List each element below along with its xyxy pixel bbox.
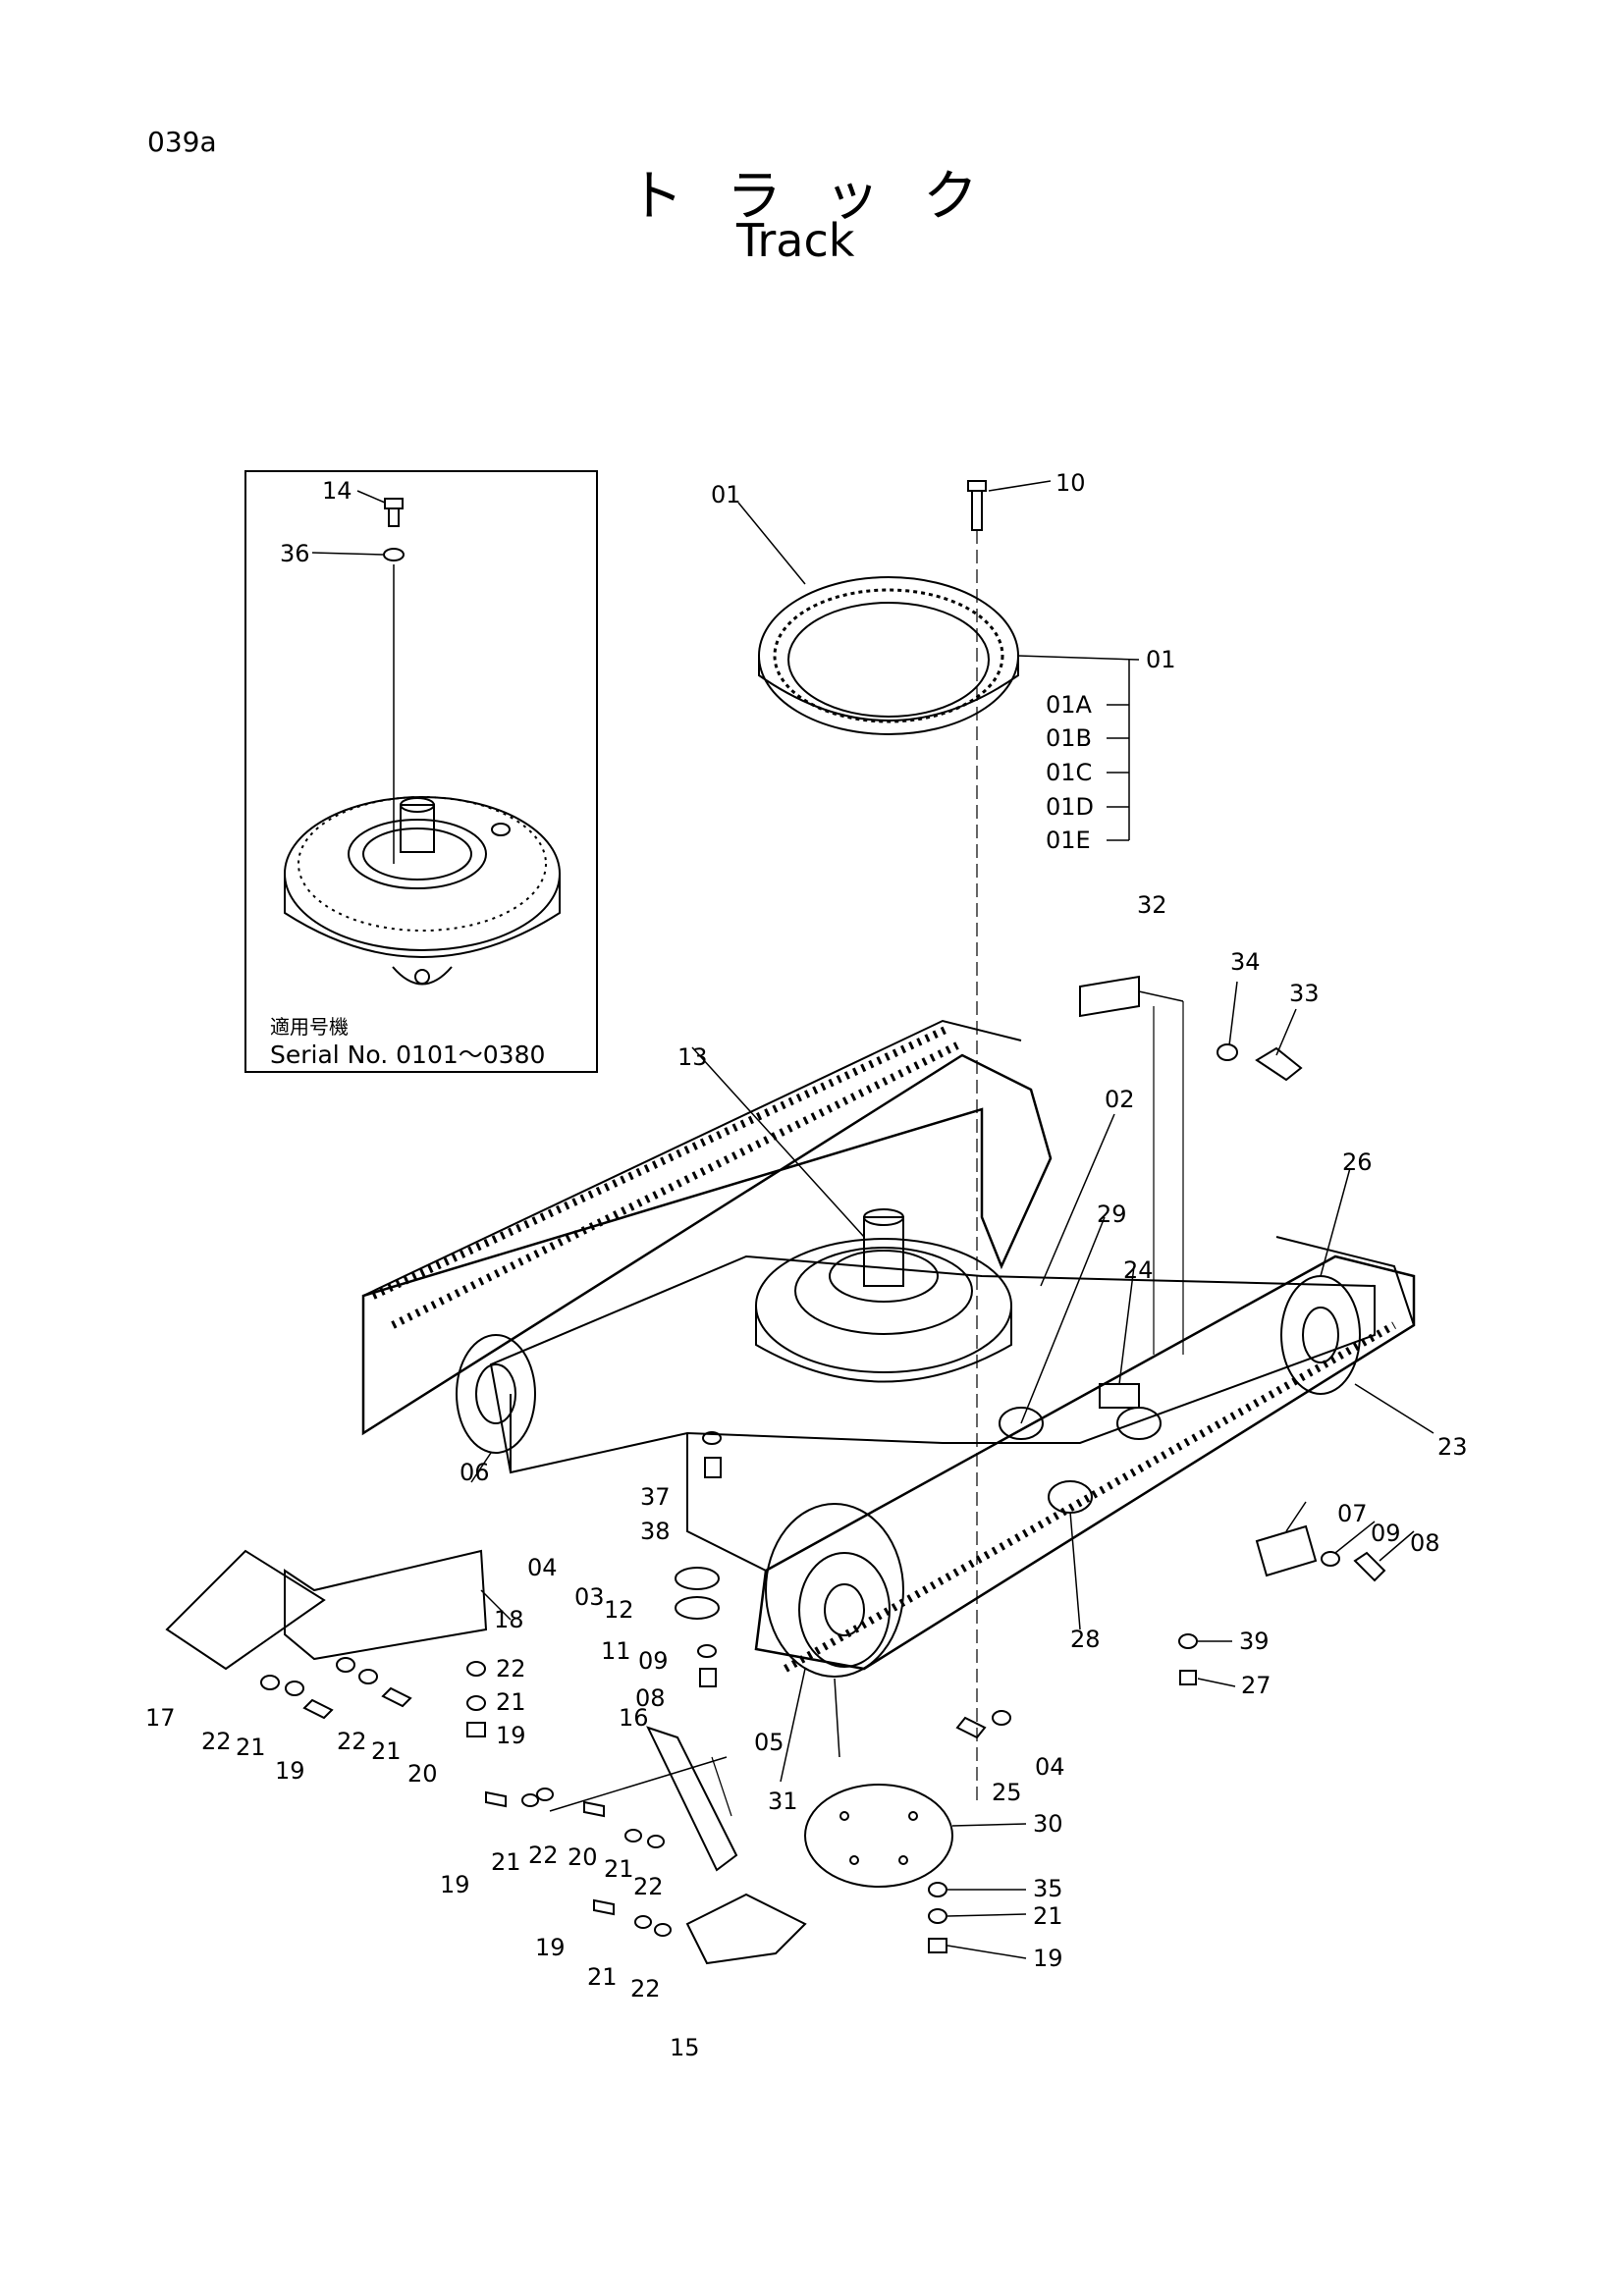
label-24: 24	[1123, 1256, 1154, 1284]
label-01C: 01C	[1046, 759, 1092, 786]
label-39: 39	[1239, 1628, 1270, 1655]
label-19d: 19	[535, 1934, 566, 1961]
label-21d: 21	[491, 1848, 521, 1876]
label-30: 30	[1033, 1810, 1063, 1838]
label-22a: 22	[496, 1655, 526, 1682]
label-34: 34	[1230, 948, 1261, 976]
label-22d: 22	[528, 1842, 559, 1869]
label-36: 36	[280, 540, 310, 567]
label-26: 26	[1342, 1148, 1373, 1176]
label-33: 33	[1289, 980, 1320, 1007]
label-14: 14	[322, 477, 352, 505]
bolt-icon	[1179, 1670, 1197, 1685]
label-15: 15	[670, 2034, 700, 2061]
turntable-ring-icon	[284, 796, 561, 986]
bolt-icon	[384, 498, 404, 527]
label-12: 12	[604, 1596, 634, 1624]
label-21c: 21	[371, 1737, 402, 1765]
inset-caption-japanese: 適用号機	[270, 1015, 349, 1039]
cover-plate-icon	[804, 1784, 953, 1888]
label-05: 05	[754, 1729, 784, 1756]
bolt-icon	[1255, 1046, 1303, 1082]
label-07: 07	[1337, 1500, 1368, 1527]
label-23: 23	[1437, 1433, 1468, 1461]
label-08b: 08	[1410, 1529, 1440, 1557]
label-21e: 21	[604, 1855, 634, 1883]
label-19e: 19	[1033, 1945, 1063, 1972]
label-19c: 19	[440, 1871, 470, 1898]
label-09b: 09	[1371, 1520, 1401, 1547]
label-03: 03	[574, 1583, 605, 1611]
label-11: 11	[601, 1637, 631, 1665]
label-18: 18	[494, 1606, 524, 1633]
washer-icon	[1217, 1043, 1238, 1061]
label-19a: 19	[496, 1722, 526, 1749]
inset-caption-serial: Serial No. 0101～0380	[270, 1041, 545, 1069]
label-09a: 09	[638, 1647, 669, 1675]
label-25: 25	[992, 1779, 1022, 1806]
label-10: 10	[1055, 469, 1086, 497]
cover-plate-icon	[1079, 975, 1184, 1355]
label-32: 32	[1137, 891, 1167, 919]
label-17: 17	[145, 1704, 176, 1732]
cover-plate-icon	[1255, 1524, 1318, 1577]
label-08a: 08	[635, 1684, 666, 1712]
label-29: 29	[1097, 1201, 1127, 1228]
label-37: 37	[640, 1483, 671, 1511]
title-english: Track	[736, 214, 855, 267]
title-japanese: トラック	[628, 165, 1021, 229]
label-35: 35	[1033, 1875, 1063, 1902]
label-27: 27	[1241, 1672, 1271, 1699]
label-21f: 21	[587, 1963, 618, 1991]
washer-icon	[383, 548, 405, 561]
label-02: 02	[1105, 1086, 1135, 1113]
page-code: 039a	[147, 126, 217, 158]
label-31: 31	[768, 1788, 798, 1815]
label-22c: 22	[337, 1728, 367, 1755]
label-04b: 04	[1035, 1753, 1065, 1781]
label-20a: 20	[407, 1760, 438, 1788]
label-13: 13	[677, 1043, 708, 1071]
label-01A: 01A	[1046, 691, 1093, 719]
label-01b: 01	[1146, 646, 1176, 673]
inset-panel	[244, 470, 598, 1073]
label-21b: 21	[236, 1734, 266, 1761]
label-22b: 22	[201, 1728, 232, 1755]
label-21a: 21	[496, 1688, 526, 1716]
label-22e: 22	[633, 1873, 664, 1900]
bolt-icon	[967, 480, 987, 531]
track-assembly-icon	[361, 1019, 1416, 1678]
label-01a: 01	[711, 481, 741, 508]
label-19b: 19	[275, 1757, 305, 1785]
label-06: 06	[460, 1459, 490, 1486]
label-28: 28	[1070, 1626, 1101, 1653]
label-04a: 04	[527, 1554, 558, 1581]
label-21g: 21	[1033, 1902, 1063, 1930]
label-22f: 22	[630, 1975, 661, 2002]
label-38: 38	[640, 1518, 671, 1545]
label-16: 16	[619, 1704, 649, 1732]
label-20b: 20	[568, 1843, 598, 1871]
label-01E: 01E	[1046, 827, 1091, 854]
label-01B: 01B	[1046, 724, 1092, 752]
turntable-ring-icon	[758, 576, 1019, 735]
label-01D: 01D	[1046, 793, 1094, 821]
